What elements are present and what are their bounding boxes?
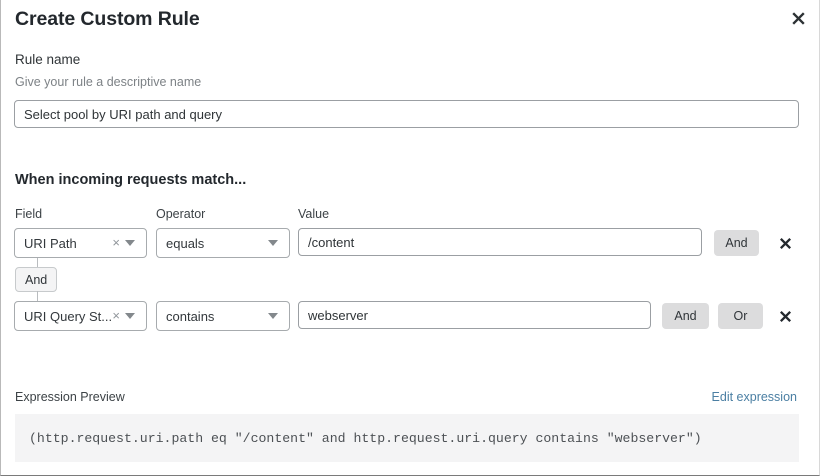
operator-select-2-value: contains [166, 308, 215, 324]
edit-expression-link[interactable]: Edit expression [711, 390, 797, 404]
clear-icon[interactable]: × [112, 307, 120, 323]
close-icon-glyph [791, 11, 805, 25]
operator-select-1-value: equals [166, 235, 205, 251]
and-button-row-2[interactable]: And [662, 303, 709, 329]
connector-line-top [37, 258, 38, 268]
condition-row: URI Path × equals And [1, 228, 819, 258]
operator-select-1[interactable]: equals [156, 228, 290, 258]
remove-condition-button-row-2[interactable] [772, 303, 798, 329]
column-header-operator: Operator [156, 207, 206, 221]
chevron-down-icon[interactable] [268, 313, 278, 319]
connector-and-badge[interactable]: And [15, 267, 58, 292]
chevron-down-icon[interactable] [125, 313, 135, 319]
rule-name-help-text: Give your rule a descriptive name [15, 75, 202, 89]
or-button-row-2[interactable]: Or [718, 303, 763, 329]
expression-preview-code: (http.request.uri.path eq "/content" and… [15, 414, 799, 462]
remove-condition-button-row-1[interactable] [772, 230, 798, 256]
expression-preview-label: Expression Preview [15, 390, 125, 404]
clear-icon[interactable]: × [112, 234, 120, 250]
operator-select-2[interactable]: contains [156, 301, 290, 331]
value-input-2[interactable] [298, 301, 651, 329]
chevron-down-icon[interactable] [268, 240, 278, 246]
value-input-1[interactable] [298, 228, 702, 256]
match-section-heading: When incoming requests match... [15, 172, 247, 188]
field-select-2-value: URI Query St... [24, 308, 113, 324]
column-header-field: Field [15, 207, 43, 221]
condition-row: URI Query St... × contains And Or [1, 301, 819, 331]
close-icon [779, 310, 791, 322]
and-button-row-1[interactable]: And [714, 230, 759, 256]
field-select-1-value: URI Path [24, 235, 77, 251]
chevron-down-icon[interactable] [125, 240, 135, 246]
dialog-title: Create Custom Rule [15, 8, 200, 30]
rule-name-label: Rule name [15, 52, 81, 67]
field-select-1[interactable]: URI Path × [14, 228, 147, 258]
column-header-value: Value [298, 207, 330, 221]
close-icon [779, 237, 791, 249]
close-icon[interactable] [786, 6, 810, 30]
rule-name-input[interactable] [14, 100, 799, 128]
field-select-2[interactable]: URI Query St... × [14, 301, 147, 331]
connector-line-bottom [37, 291, 38, 302]
